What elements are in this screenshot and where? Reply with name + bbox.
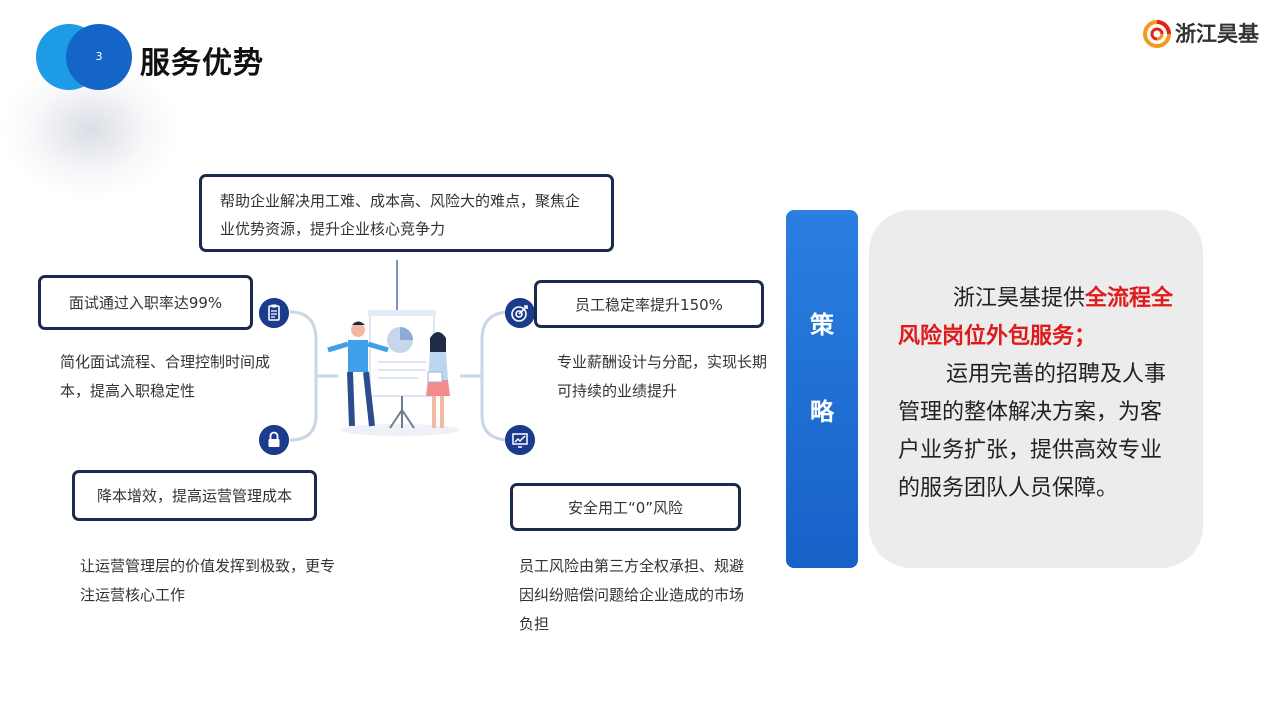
strategy-text: 浙江昊基提供全流程全风险岗位外包服务； 运用完善的招聘及人事管理的整体解决方案，为… xyxy=(898,280,1183,508)
swirl-logo-icon xyxy=(1143,20,1171,48)
item-desc-retention: 专业薪酬设计与分配，实现长期可持续的业绩提升 xyxy=(557,353,768,400)
item-title-cost: 降本增效，提高运营管理成本 xyxy=(72,470,317,521)
number-circle-front xyxy=(66,24,132,90)
clipboard-icon xyxy=(259,298,289,328)
strategy-lead: 浙江昊基提供 xyxy=(953,286,1086,311)
item-title-retention: 员工稳定率提升150% xyxy=(534,280,764,328)
company-logo-text: 浙江昊基 xyxy=(1175,22,1259,46)
item-desc-cost: 让运营管理层的价值发挥到极致，更专注运营核心工作 xyxy=(80,557,336,604)
top-callout-box: 帮助企业解决用工难、成本高、风险大的难点，聚焦企业优势资源，提升企业核心竞争力 xyxy=(199,174,614,252)
strategy-char-2: 略 xyxy=(810,398,834,426)
strategy-highlight: 全流程全风险岗位外包服务； xyxy=(898,286,1174,349)
strategy-panel xyxy=(869,210,1203,568)
item-desc-risk: 员工风险由第三方全权承担、规避因纠纷赔偿问题给企业造成的市场负担 xyxy=(519,557,745,633)
strategy-body: 运用完善的招聘及人事管理的整体解决方案，为客户业务扩张，提供高效专业的服务团队人… xyxy=(898,362,1167,501)
strategy-char-1: 策 xyxy=(810,311,834,339)
item-title-risk: 安全用工“0”风险 xyxy=(510,483,741,531)
presentation-illustration xyxy=(327,310,460,436)
target-icon xyxy=(505,298,535,328)
strategy-bar xyxy=(786,210,858,568)
chart-icon xyxy=(505,425,535,455)
lock-icon xyxy=(259,425,289,455)
page-title: 服务优势 xyxy=(140,46,264,81)
section-number: 3 xyxy=(95,50,103,63)
item-desc-interview: 简化面试流程、合理控制时间成本，提高入职稳定性 xyxy=(60,353,271,400)
item-title-interview: 面试通过入职率达99% xyxy=(38,275,253,330)
